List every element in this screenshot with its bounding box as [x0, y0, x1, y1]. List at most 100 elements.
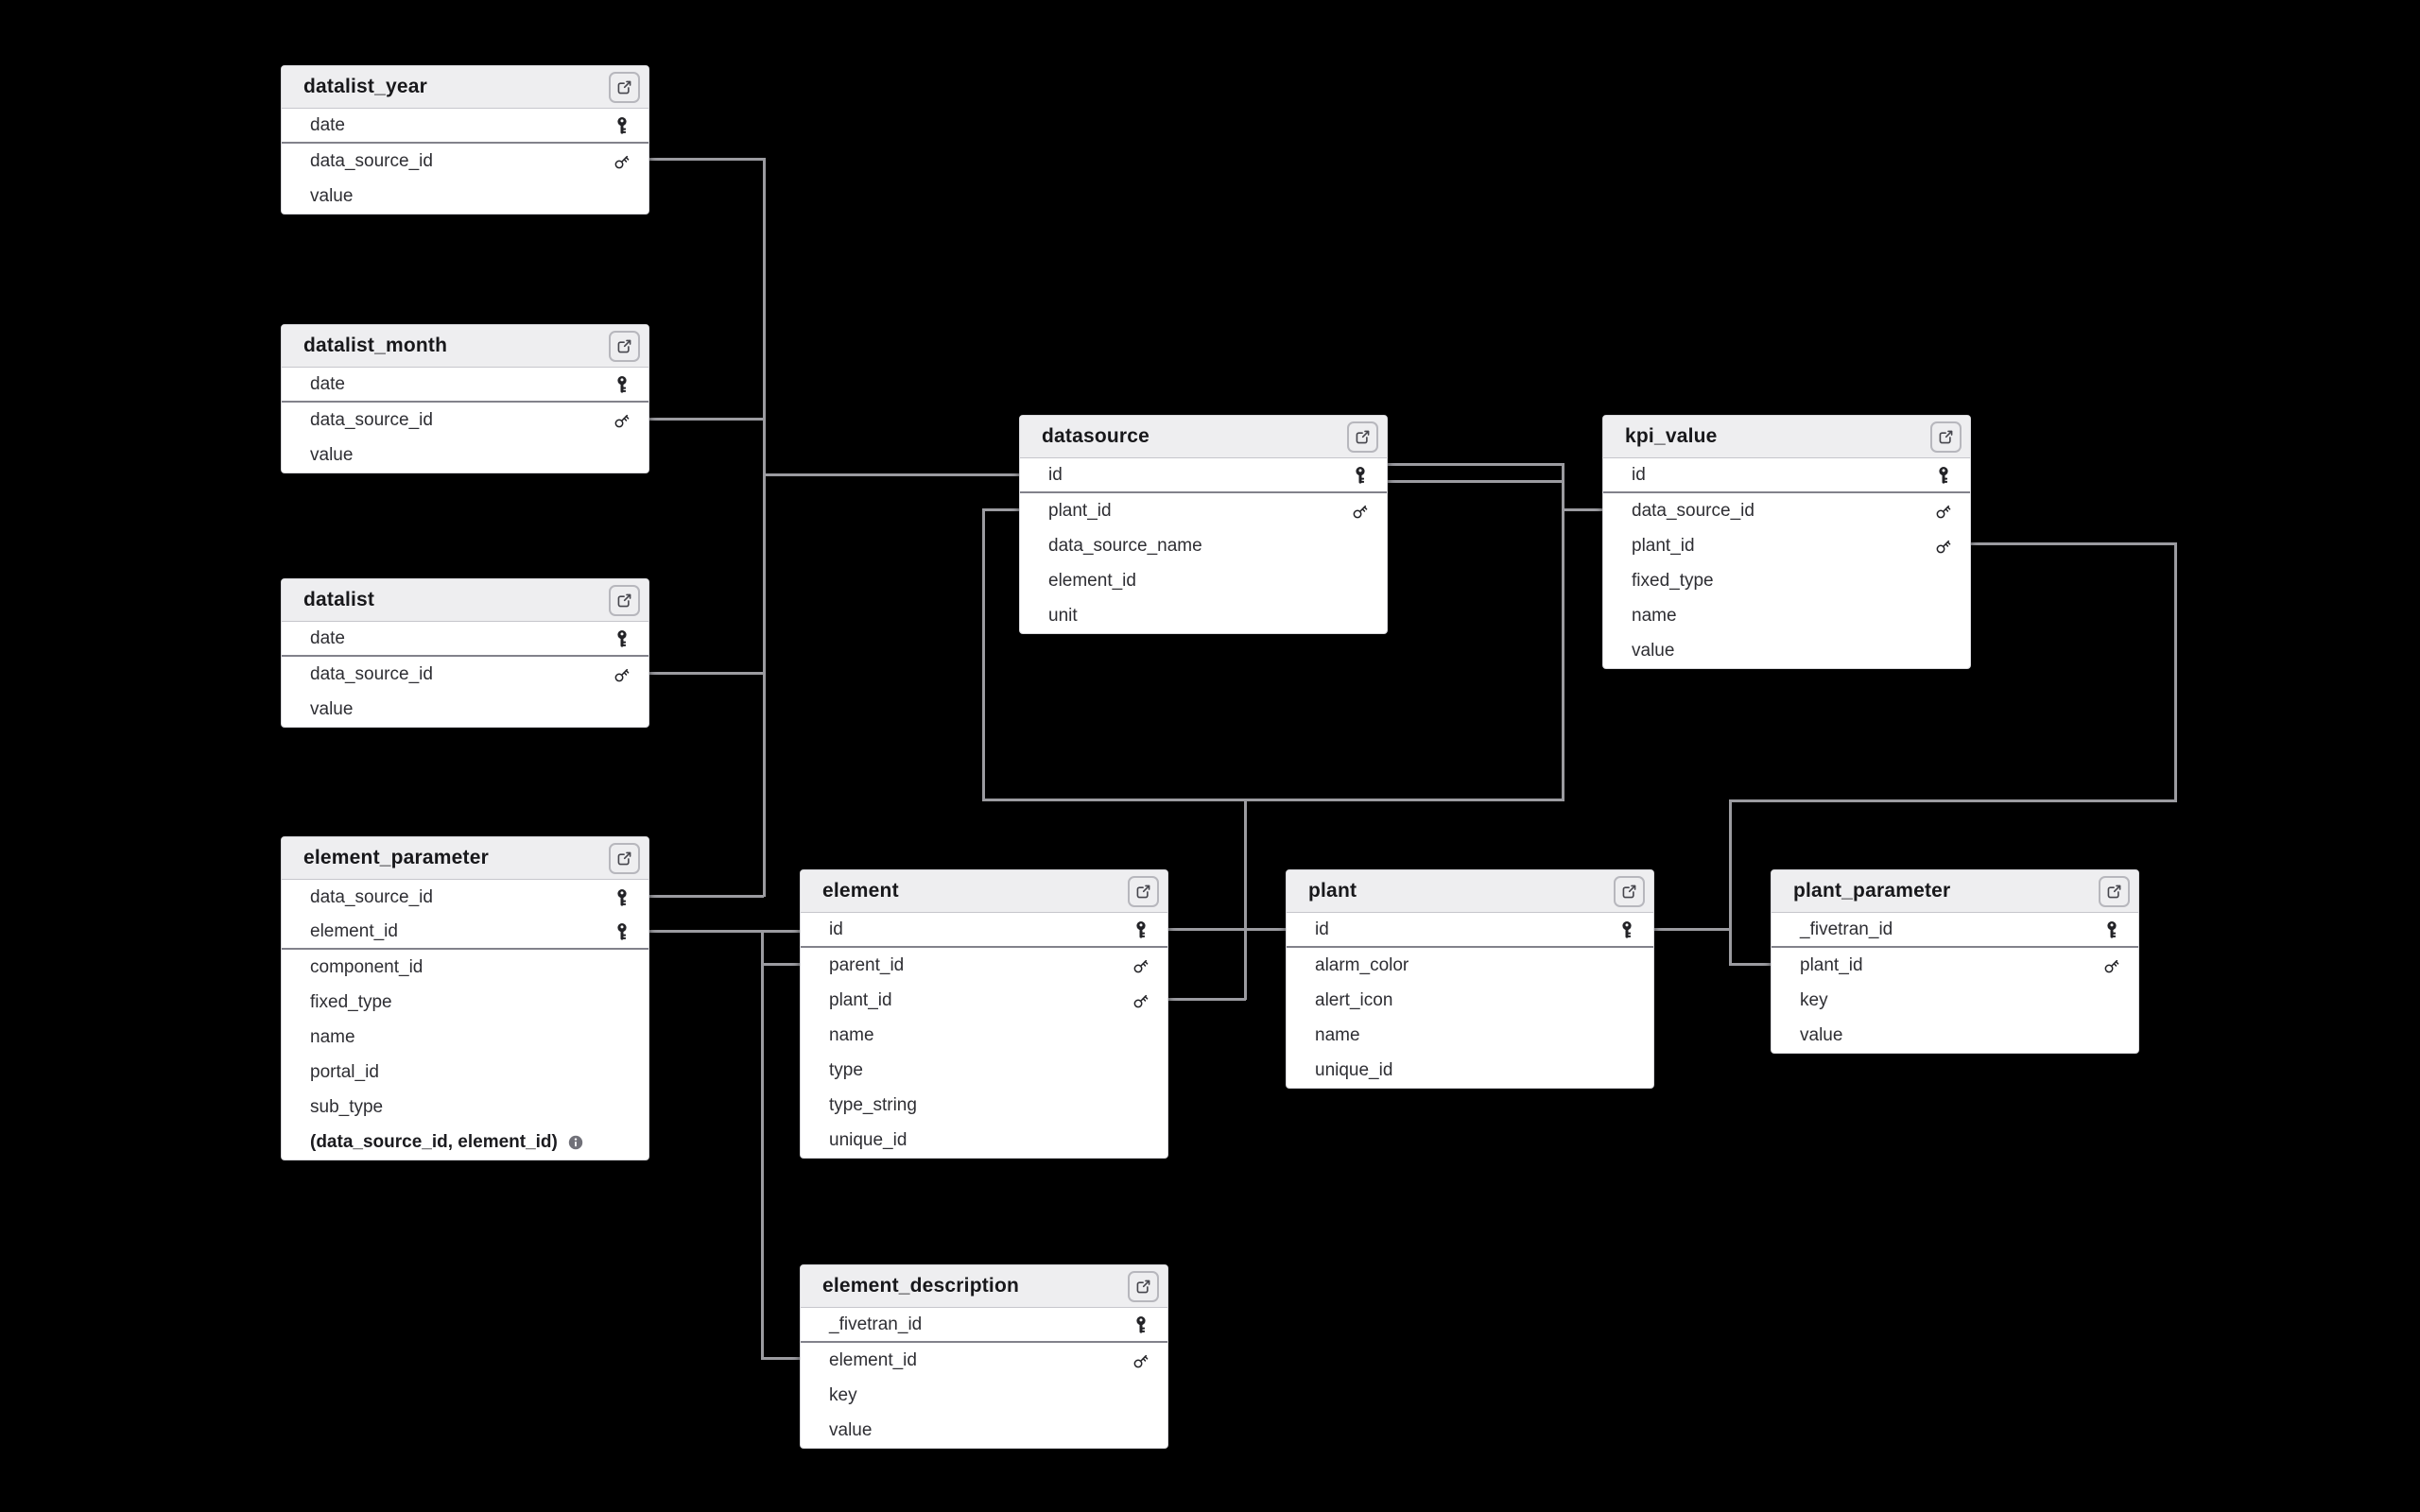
column-name: plant_id [829, 989, 892, 1010]
column-row-data_source_id[interactable]: data_source_id [1603, 493, 1970, 528]
column-row-element_id[interactable]: element_id [801, 1343, 1167, 1378]
column-row-name[interactable]: name [1287, 1018, 1653, 1053]
column-row-data_source_id[interactable]: data_source_id [282, 144, 648, 179]
column-row--data_source_id-element_id-[interactable]: (data_source_id, element_id) [282, 1125, 648, 1160]
table-header[interactable]: datalist_month [282, 325, 648, 368]
table-header[interactable]: plant [1287, 870, 1653, 913]
column-name: id [1048, 464, 1063, 485]
column-row-id[interactable]: id [801, 913, 1167, 948]
open-table-button[interactable] [1930, 421, 1962, 453]
column-row-name[interactable]: name [282, 1020, 648, 1055]
column-row-portal_id[interactable]: portal_id [282, 1055, 648, 1090]
relationship-connector-segment [1729, 799, 2177, 802]
column-name: parent_id [829, 954, 905, 975]
column-row-value[interactable]: value [801, 1413, 1167, 1448]
column-row-plant_id[interactable]: plant_id [1772, 948, 2138, 983]
column-row-id[interactable]: id [1603, 458, 1970, 493]
column-row-plant_id[interactable]: plant_id [801, 983, 1167, 1018]
column-row-id[interactable]: id [1287, 913, 1653, 948]
column-row-unique_id[interactable]: unique_id [801, 1123, 1167, 1158]
column-row-element_id[interactable]: element_id [1020, 563, 1387, 598]
column-name: key [1800, 989, 1828, 1010]
column-row-sub_type[interactable]: sub_type [282, 1090, 648, 1125]
open-table-button[interactable] [1614, 875, 1645, 907]
table-header[interactable]: datasource [1020, 416, 1387, 458]
column-row-value[interactable]: value [1603, 633, 1970, 668]
table-header[interactable]: element_description [801, 1265, 1167, 1308]
column-row-type_string[interactable]: type_string [801, 1088, 1167, 1123]
column-row-plant_id[interactable]: plant_id [1020, 493, 1387, 528]
column-row-unique_id[interactable]: unique_id [1287, 1053, 1653, 1088]
column-row-date[interactable]: date [282, 368, 648, 403]
column-row-value[interactable]: value [282, 179, 648, 214]
relationship-connector-segment [763, 158, 766, 897]
open-table-button[interactable] [609, 584, 640, 616]
table-title: element_parameter [303, 847, 489, 868]
column-row-type[interactable]: type [801, 1053, 1167, 1088]
table-header[interactable]: element_parameter [282, 837, 648, 880]
column-row-plant_id[interactable]: plant_id [1603, 528, 1970, 563]
column-row-date[interactable]: date [282, 622, 648, 657]
column-row-component_id[interactable]: component_id [282, 950, 648, 985]
column-row-data_source_id[interactable]: data_source_id [282, 657, 648, 692]
relationship-connector-segment [1388, 480, 1564, 483]
column-row-element_id[interactable]: element_id [282, 915, 648, 950]
column-row-date[interactable]: date [282, 109, 648, 144]
column-row-parent_id[interactable]: parent_id [801, 948, 1167, 983]
open-table-button[interactable] [609, 71, 640, 103]
column-row-alarm_color[interactable]: alarm_color [1287, 948, 1653, 983]
table-header[interactable]: kpi_value [1603, 416, 1970, 458]
primary-key-icon [1617, 920, 1636, 939]
column-row-data_source_name[interactable]: data_source_name [1020, 528, 1387, 563]
table-header[interactable]: datalist [282, 579, 648, 622]
column-row-data_source_id[interactable]: data_source_id [282, 880, 648, 915]
column-row-unit[interactable]: unit [1020, 598, 1387, 633]
column-row-key[interactable]: key [801, 1378, 1167, 1413]
relationship-connector-segment [1388, 463, 1564, 466]
column-row-_fivetran_id[interactable]: _fivetran_id [1772, 913, 2138, 948]
column-row-value[interactable]: value [282, 692, 648, 727]
primary-key-icon [1351, 466, 1370, 485]
open-table-button[interactable] [1128, 875, 1159, 907]
column-name: key [829, 1384, 857, 1405]
table-title: plant [1308, 880, 1357, 902]
column-row-data_source_id[interactable]: data_source_id [282, 403, 648, 438]
table-header[interactable]: datalist_year [282, 66, 648, 109]
table-title: kpi_value [1625, 425, 1718, 447]
column-name: type [829, 1059, 863, 1080]
column-row-_fivetran_id[interactable]: _fivetran_id [801, 1308, 1167, 1343]
column-name: element_id [1048, 570, 1136, 591]
column-row-value[interactable]: value [282, 438, 648, 472]
open-table-button[interactable] [609, 330, 640, 362]
column-row-key[interactable]: key [1772, 983, 2138, 1018]
info-icon [567, 1134, 584, 1151]
table-header[interactable]: plant_parameter [1772, 870, 2138, 913]
column-name: name [1632, 605, 1677, 626]
open-table-button[interactable] [609, 842, 640, 874]
column-row-name[interactable]: name [801, 1018, 1167, 1053]
column-row-value[interactable]: value [1772, 1018, 2138, 1053]
relationship-connector-segment [1971, 542, 2177, 545]
column-row-alert_icon[interactable]: alert_icon [1287, 983, 1653, 1018]
open-table-button[interactable] [1128, 1270, 1159, 1302]
column-row-name[interactable]: name [1603, 598, 1970, 633]
open-table-button[interactable] [2099, 875, 2130, 907]
relationship-connector-segment [649, 672, 764, 675]
table-header[interactable]: element [801, 870, 1167, 913]
column-row-fixed_type[interactable]: fixed_type [282, 985, 648, 1020]
column-name: unit [1048, 605, 1078, 626]
column-row-id[interactable]: id [1020, 458, 1387, 493]
column-row-fixed_type[interactable]: fixed_type [1603, 563, 1970, 598]
open-table-button[interactable] [1347, 421, 1378, 453]
